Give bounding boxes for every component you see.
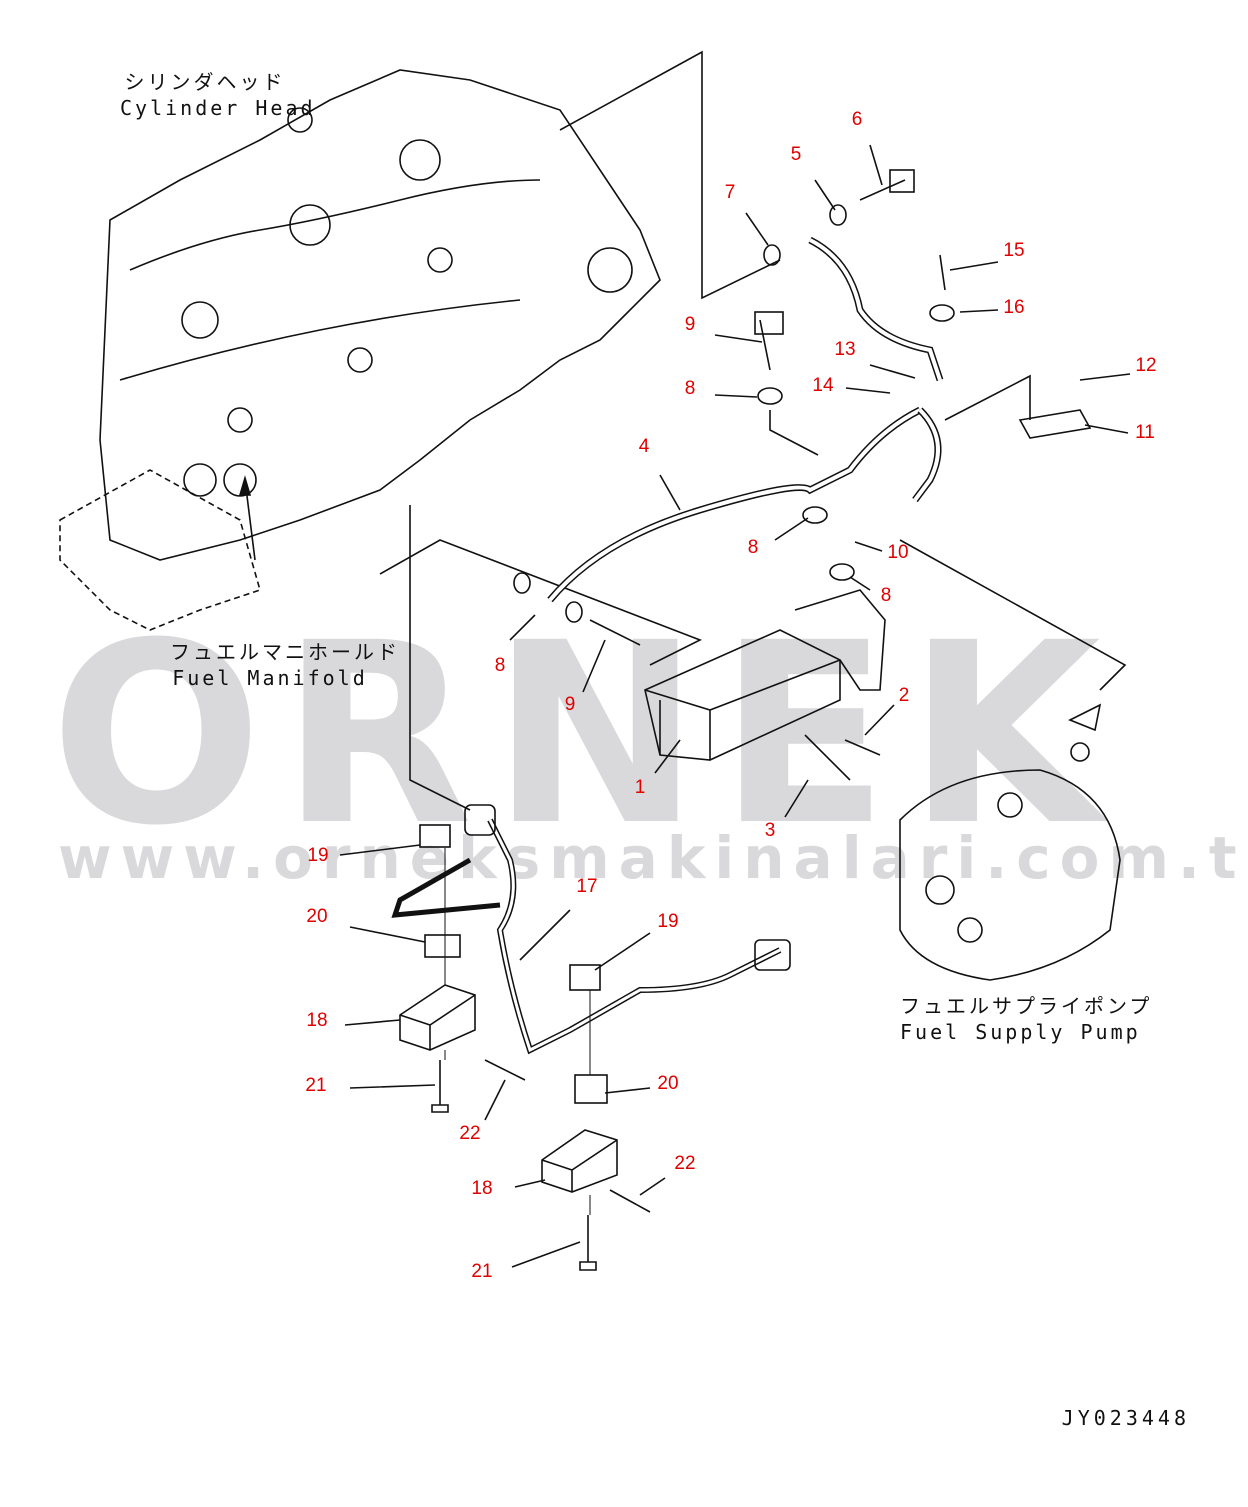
callout-9: 9 [684,314,696,335]
fuel-manifold-label-en: Fuel Manifold [172,666,368,690]
cylinder-head-drawing [59,69,661,631]
drawing-code: JY023448 [1061,1406,1190,1430]
callout-5: 5 [790,144,802,165]
callout-7: 7 [724,182,736,203]
callout-15: 15 [1003,240,1025,261]
cylinder-head-label-jp: シリンダヘッド [124,70,286,94]
callout-14: 14 [812,375,834,396]
callout-3: 3 [764,820,776,841]
watermark-brand: ORNEK [50,589,1119,880]
callout-22: 22 [674,1153,696,1174]
fuel-supply-pump-label-en: Fuel Supply Pump [900,1020,1141,1044]
callout-19: 19 [307,845,329,866]
watermark-url: www.orneksmakinalari.com.tr [58,824,1248,892]
callout-6: 6 [851,109,863,130]
callout-8: 8 [684,378,696,399]
callout-21: 21 [305,1075,327,1096]
callout-8: 8 [880,585,892,606]
callout-11: 11 [1135,422,1155,443]
cylinder-head-label-en: Cylinder Head [120,96,316,120]
callout-20: 20 [657,1073,679,1094]
callout-9: 9 [564,694,576,715]
callout-18: 18 [306,1010,328,1031]
callout-19: 19 [657,911,679,932]
callout-8: 8 [494,655,506,676]
callout-2: 2 [898,685,910,706]
fuel-supply-pump-label-jp: フュエルサプライポンプ [900,994,1153,1018]
callout-1: 1 [634,777,646,798]
callout-21: 21 [471,1261,493,1282]
callout-18: 18 [471,1178,493,1199]
fuel-manifold-label-jp: フュエルマニホールド [170,640,400,664]
callout-12: 12 [1135,355,1157,376]
callout-20: 20 [306,906,328,927]
callout-17: 17 [576,876,598,897]
leader-lines [238,144,1131,1268]
callout-13: 13 [834,339,856,360]
callout-22: 22 [459,1123,481,1144]
callout-4: 4 [638,436,650,457]
callout-8: 8 [747,537,759,558]
callout-16: 16 [1003,297,1025,318]
callout-10: 10 [887,542,909,563]
